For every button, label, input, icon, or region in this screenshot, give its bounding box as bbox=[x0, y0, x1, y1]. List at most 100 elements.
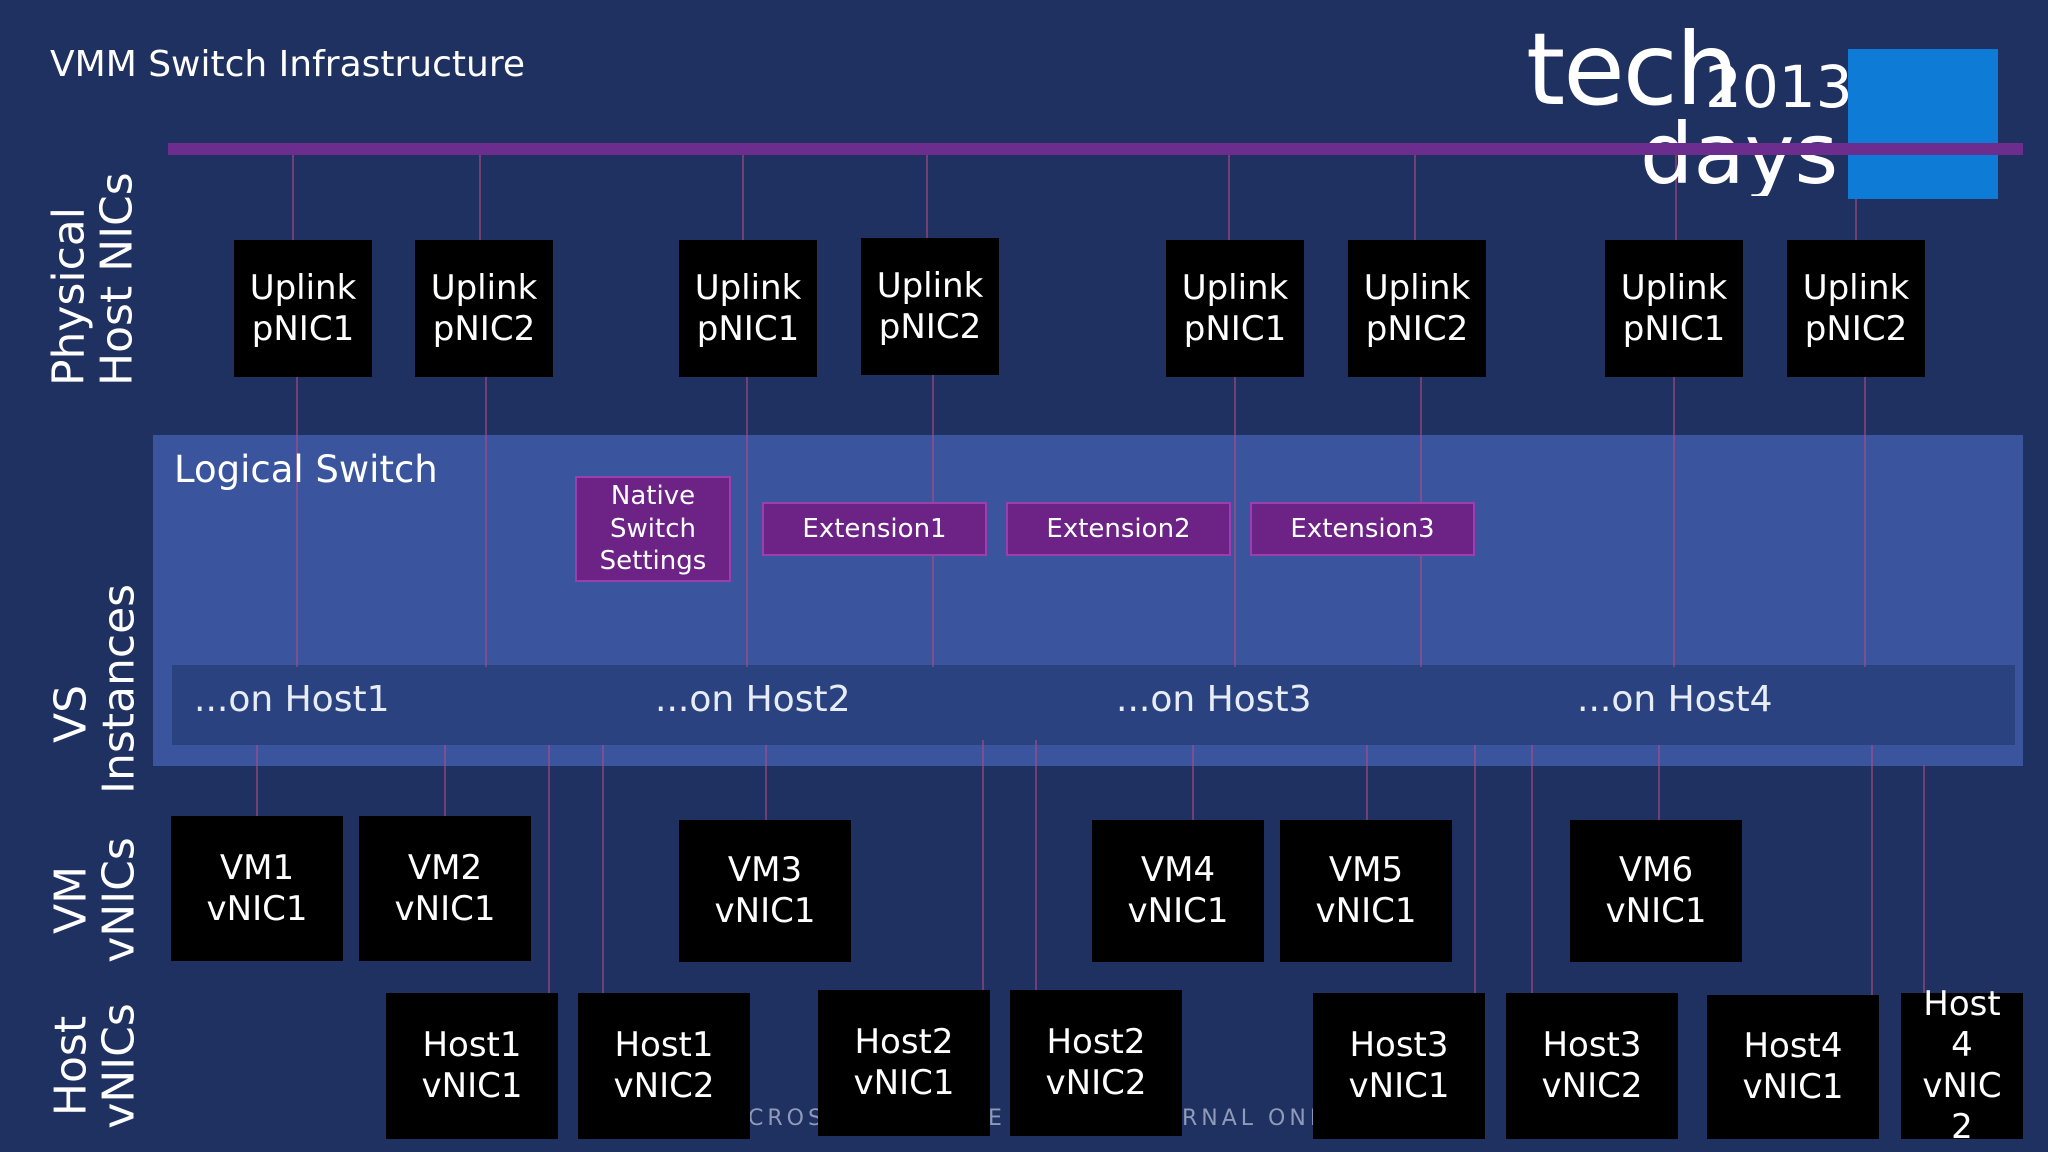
box-label-line: vNIC1 bbox=[1605, 891, 1707, 931]
connector-line bbox=[1531, 745, 1533, 993]
connector-line bbox=[926, 148, 928, 238]
box-label-line: Uplink bbox=[1181, 267, 1289, 308]
box-label-line: Uplink bbox=[1802, 267, 1910, 308]
connector-line bbox=[746, 377, 748, 667]
box-label-line: vNIC bbox=[1922, 1066, 2002, 1106]
extension-2[interactable]: Extension2 bbox=[1006, 502, 1231, 556]
connector-line bbox=[1192, 745, 1194, 821]
box-label-line: Host1 bbox=[614, 1025, 714, 1066]
connector-line bbox=[444, 745, 446, 817]
box-label-line: VM3 bbox=[727, 850, 803, 891]
box-label-line: vNIC2 bbox=[1541, 1066, 1643, 1106]
logo-tech: tech bbox=[1526, 11, 1739, 128]
box-label-line: Uplink bbox=[430, 267, 538, 308]
box-label-line: pNIC2 bbox=[878, 306, 982, 347]
box-label-line: vNIC2 bbox=[1045, 1063, 1147, 1103]
vs-instance-host4: ...on Host4 bbox=[1577, 679, 1773, 720]
box-label-line: Host3 bbox=[1349, 1025, 1449, 1066]
box-label-line: pNIC2 bbox=[1365, 308, 1469, 349]
box-label-line: Host1 bbox=[422, 1025, 522, 1066]
extension-3[interactable]: Extension3 bbox=[1250, 502, 1475, 556]
connector-line bbox=[292, 148, 294, 241]
vs-instance-host1: ...on Host1 bbox=[194, 679, 390, 720]
watermark-fragment: RNAL ONL bbox=[1182, 1106, 1327, 1131]
connector-line bbox=[1673, 377, 1675, 667]
box-label-line: Uplink bbox=[876, 265, 984, 306]
row-label-line: Physical bbox=[43, 207, 95, 386]
row-label-line: vNICs bbox=[94, 1003, 145, 1129]
connector-line bbox=[1414, 148, 1416, 241]
native-switch-settings[interactable]: Native Switch Settings bbox=[575, 476, 731, 582]
row-label-line: Host bbox=[45, 1015, 97, 1117]
slide-title: VMM Switch Infrastructure bbox=[50, 44, 525, 85]
row-label-line: Instances bbox=[94, 583, 145, 794]
box-label-line: VM4 bbox=[1140, 850, 1216, 891]
physical-network-bus bbox=[168, 143, 2023, 155]
vs-instances-bar bbox=[172, 665, 2015, 745]
connector-line bbox=[1675, 148, 1677, 241]
box-label-line: pNIC2 bbox=[432, 308, 536, 349]
box-label-line: Uplink bbox=[694, 267, 802, 308]
box-label-line: vNIC1 bbox=[1315, 891, 1417, 931]
row-label-vm-vnics: VM vNICs bbox=[46, 820, 145, 980]
connector-line bbox=[742, 148, 744, 241]
logo-year: 2013 bbox=[1705, 53, 1853, 121]
connector-line bbox=[296, 377, 298, 667]
extension-1[interactable]: Extension1 bbox=[762, 502, 987, 556]
box-label-line: Host2 bbox=[1046, 1022, 1146, 1063]
row-label-host-vnics: Host vNICs bbox=[45, 986, 145, 1146]
box-label-line: 2 bbox=[1951, 1106, 1973, 1147]
connector-line bbox=[485, 377, 487, 667]
watermark-fragment: E bbox=[988, 1106, 1006, 1131]
connector-line bbox=[1228, 148, 1230, 241]
logical-switch-label: Logical Switch bbox=[174, 448, 438, 491]
box-label-line: vNIC1 bbox=[1348, 1066, 1450, 1106]
connector-line bbox=[548, 745, 550, 993]
connector-line bbox=[1474, 745, 1476, 993]
box-label-line: pNIC1 bbox=[1622, 308, 1726, 349]
row-label-line: vNICs bbox=[94, 837, 145, 963]
connector-line bbox=[602, 745, 604, 993]
box-label-line: Uplink bbox=[249, 267, 357, 308]
watermark-fragment: CROS bbox=[748, 1106, 826, 1131]
box-label-line: vNIC1 bbox=[394, 888, 496, 929]
box-label-line: VM6 bbox=[1618, 850, 1694, 891]
